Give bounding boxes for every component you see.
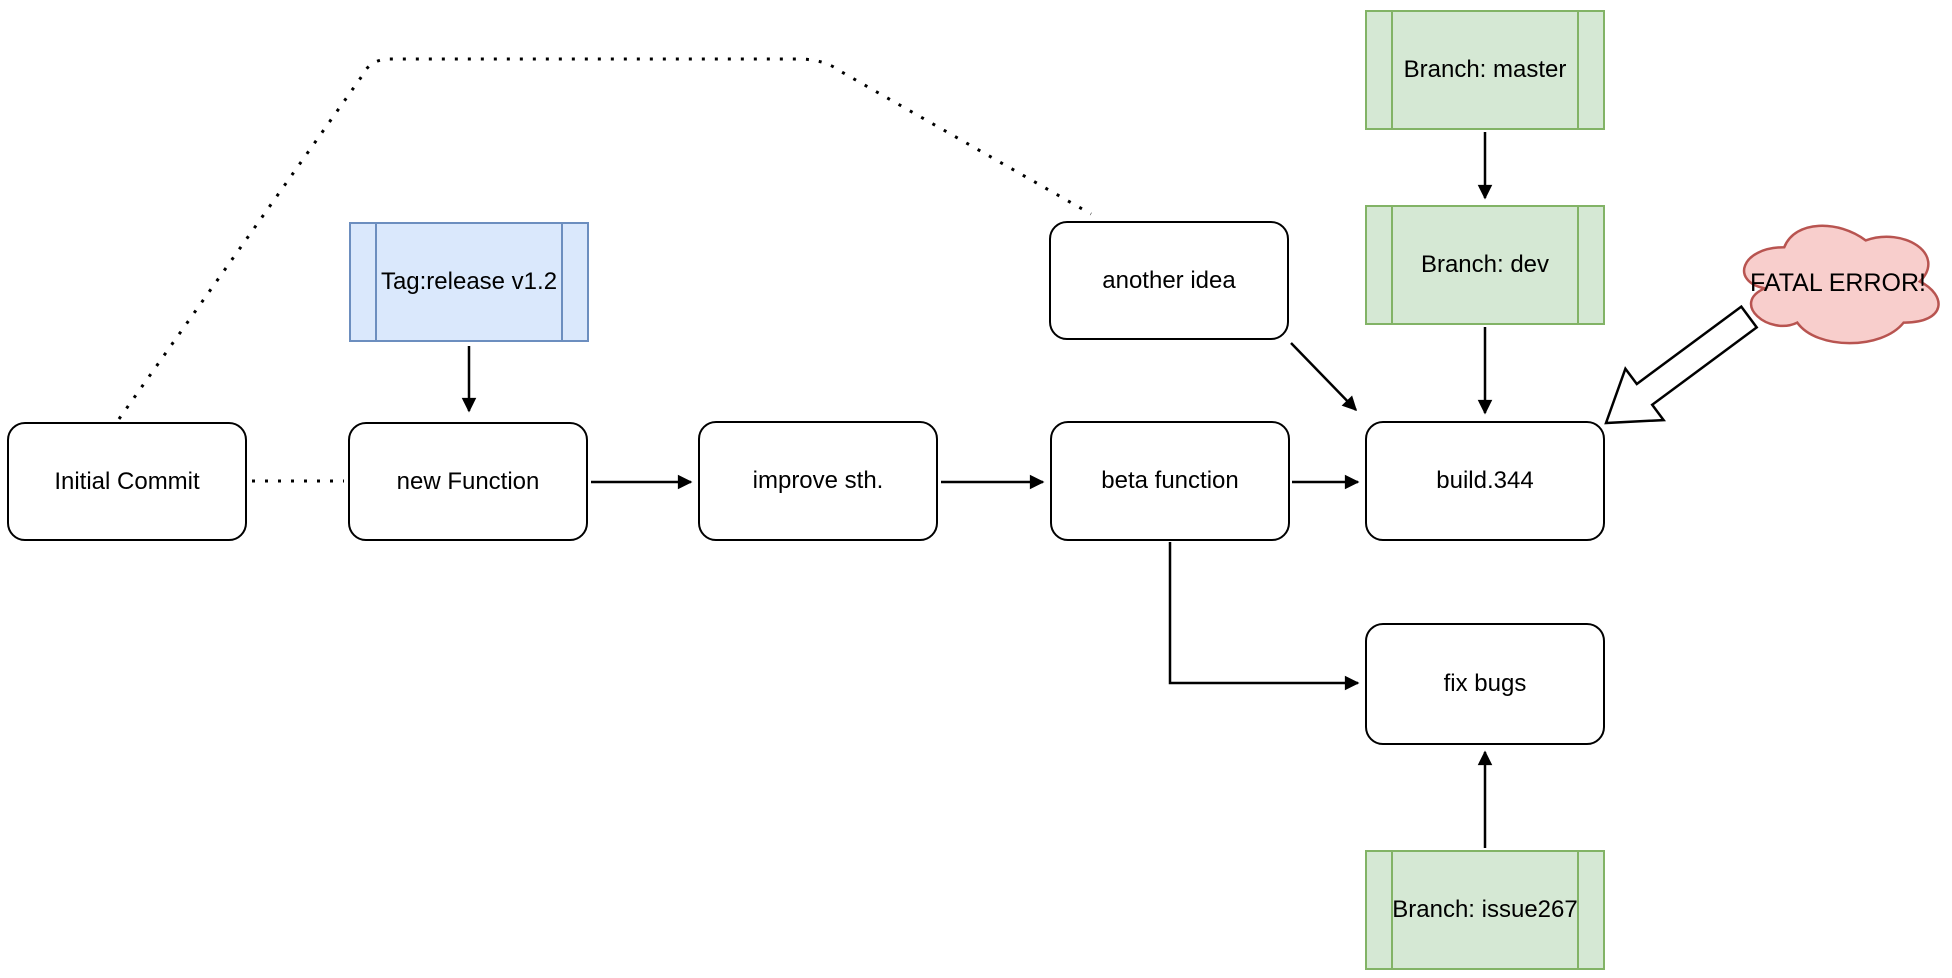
node-improve-sth-label: improve sth.: [752, 467, 884, 494]
node-build-344-label: build.344: [1436, 467, 1534, 494]
process-bar-right: [1577, 12, 1579, 128]
node-tag-release-label: Tag:release v1.2: [380, 268, 558, 295]
node-branch-dev-label: Branch: dev: [1420, 251, 1550, 278]
node-beta-function: beta function: [1050, 421, 1290, 541]
edge-anotheridea-build344: [1290, 342, 1358, 412]
process-bar-left: [1391, 852, 1393, 968]
node-branch-dev: Branch: dev: [1365, 205, 1605, 325]
node-improve-sth: improve sth.: [698, 421, 938, 541]
node-branch-master: Branch: master: [1365, 10, 1605, 130]
node-new-function-label: new Function: [396, 467, 540, 495]
process-bar-left: [375, 224, 377, 340]
process-bar-right: [561, 224, 563, 340]
node-initial-commit-label: Initial Commit: [54, 467, 200, 495]
node-fix-bugs-label: fix bugs: [1443, 670, 1527, 697]
fatal-error-cloud: [1743, 224, 1940, 345]
process-bar-left: [1391, 207, 1393, 323]
edge-initialcommit-anotheridea-dotted: [117, 57, 1092, 420]
node-beta-function-label: beta function: [1101, 467, 1239, 494]
node-tag-release: Tag:release v1.2: [349, 222, 589, 342]
node-another-idea: another idea: [1049, 221, 1289, 340]
block-arrow-fatalerror-build344: [1604, 304, 1759, 425]
node-branch-issue267: Branch: issue267: [1365, 850, 1605, 970]
process-bar-right: [1577, 852, 1579, 968]
node-branch-issue267-label: Branch: issue267: [1392, 896, 1578, 923]
node-new-function: new Function: [348, 422, 588, 541]
node-branch-master-label: Branch: master: [1403, 56, 1567, 83]
process-bar-left: [1391, 12, 1393, 128]
process-bar-right: [1577, 207, 1579, 323]
edge-betafunction-fixbugs: [1168, 542, 1360, 691]
node-build-344: build.344: [1365, 421, 1605, 541]
node-fix-bugs: fix bugs: [1365, 623, 1605, 745]
node-initial-commit: Initial Commit: [7, 422, 247, 541]
node-another-idea-label: another idea: [1102, 266, 1236, 294]
